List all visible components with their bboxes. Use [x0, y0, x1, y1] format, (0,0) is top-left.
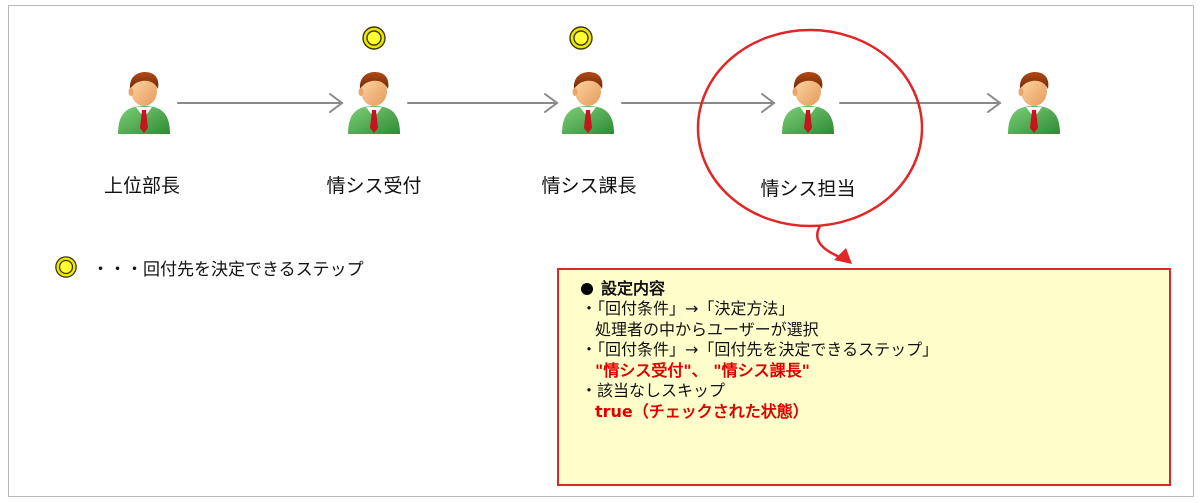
step-label: 情シス課長	[541, 175, 637, 197]
person-icon	[1008, 72, 1060, 134]
decidable-step-marker-icon	[569, 26, 593, 50]
setting-line: ・「回付条件」→「回付先を決定できるステップ」	[581, 340, 939, 359]
person-icon	[562, 72, 614, 134]
setting-line: ・「回付条件」→「決定方法」	[581, 299, 795, 318]
person-icon	[118, 72, 170, 134]
highlight-circle	[696, 28, 924, 228]
settings-box: 設定内容 ・「回付条件」→「決定方法」 処理者の中からユーザーが選択 ・「回付条…	[557, 268, 1171, 486]
person-icon	[782, 72, 834, 134]
setting-value: "情シス受付"、 "情シス課長"	[595, 360, 810, 380]
step-label: 情シス受付	[326, 175, 422, 197]
legend: ・・・回付先を決定できるステップ	[52, 254, 364, 280]
settings-title: 設定内容	[581, 278, 1155, 299]
setting-line: ・該当なしスキップ	[581, 381, 726, 400]
step-arrows	[177, 93, 1002, 113]
bullet-icon	[581, 282, 593, 295]
legend-text: ・・・回付先を決定できるステップ	[92, 259, 364, 280]
step-label: 情シス担当	[760, 178, 856, 200]
step-label: 上位部長	[103, 175, 181, 197]
person-icon	[348, 72, 400, 134]
callout-arrow-head	[834, 248, 852, 264]
setting-line: 処理者の中からユーザーが選択	[595, 319, 819, 339]
callout-arrow	[816, 225, 843, 260]
setting-value: true（チェックされた状態）	[595, 401, 809, 421]
decidable-step-marker-icon	[362, 26, 386, 50]
